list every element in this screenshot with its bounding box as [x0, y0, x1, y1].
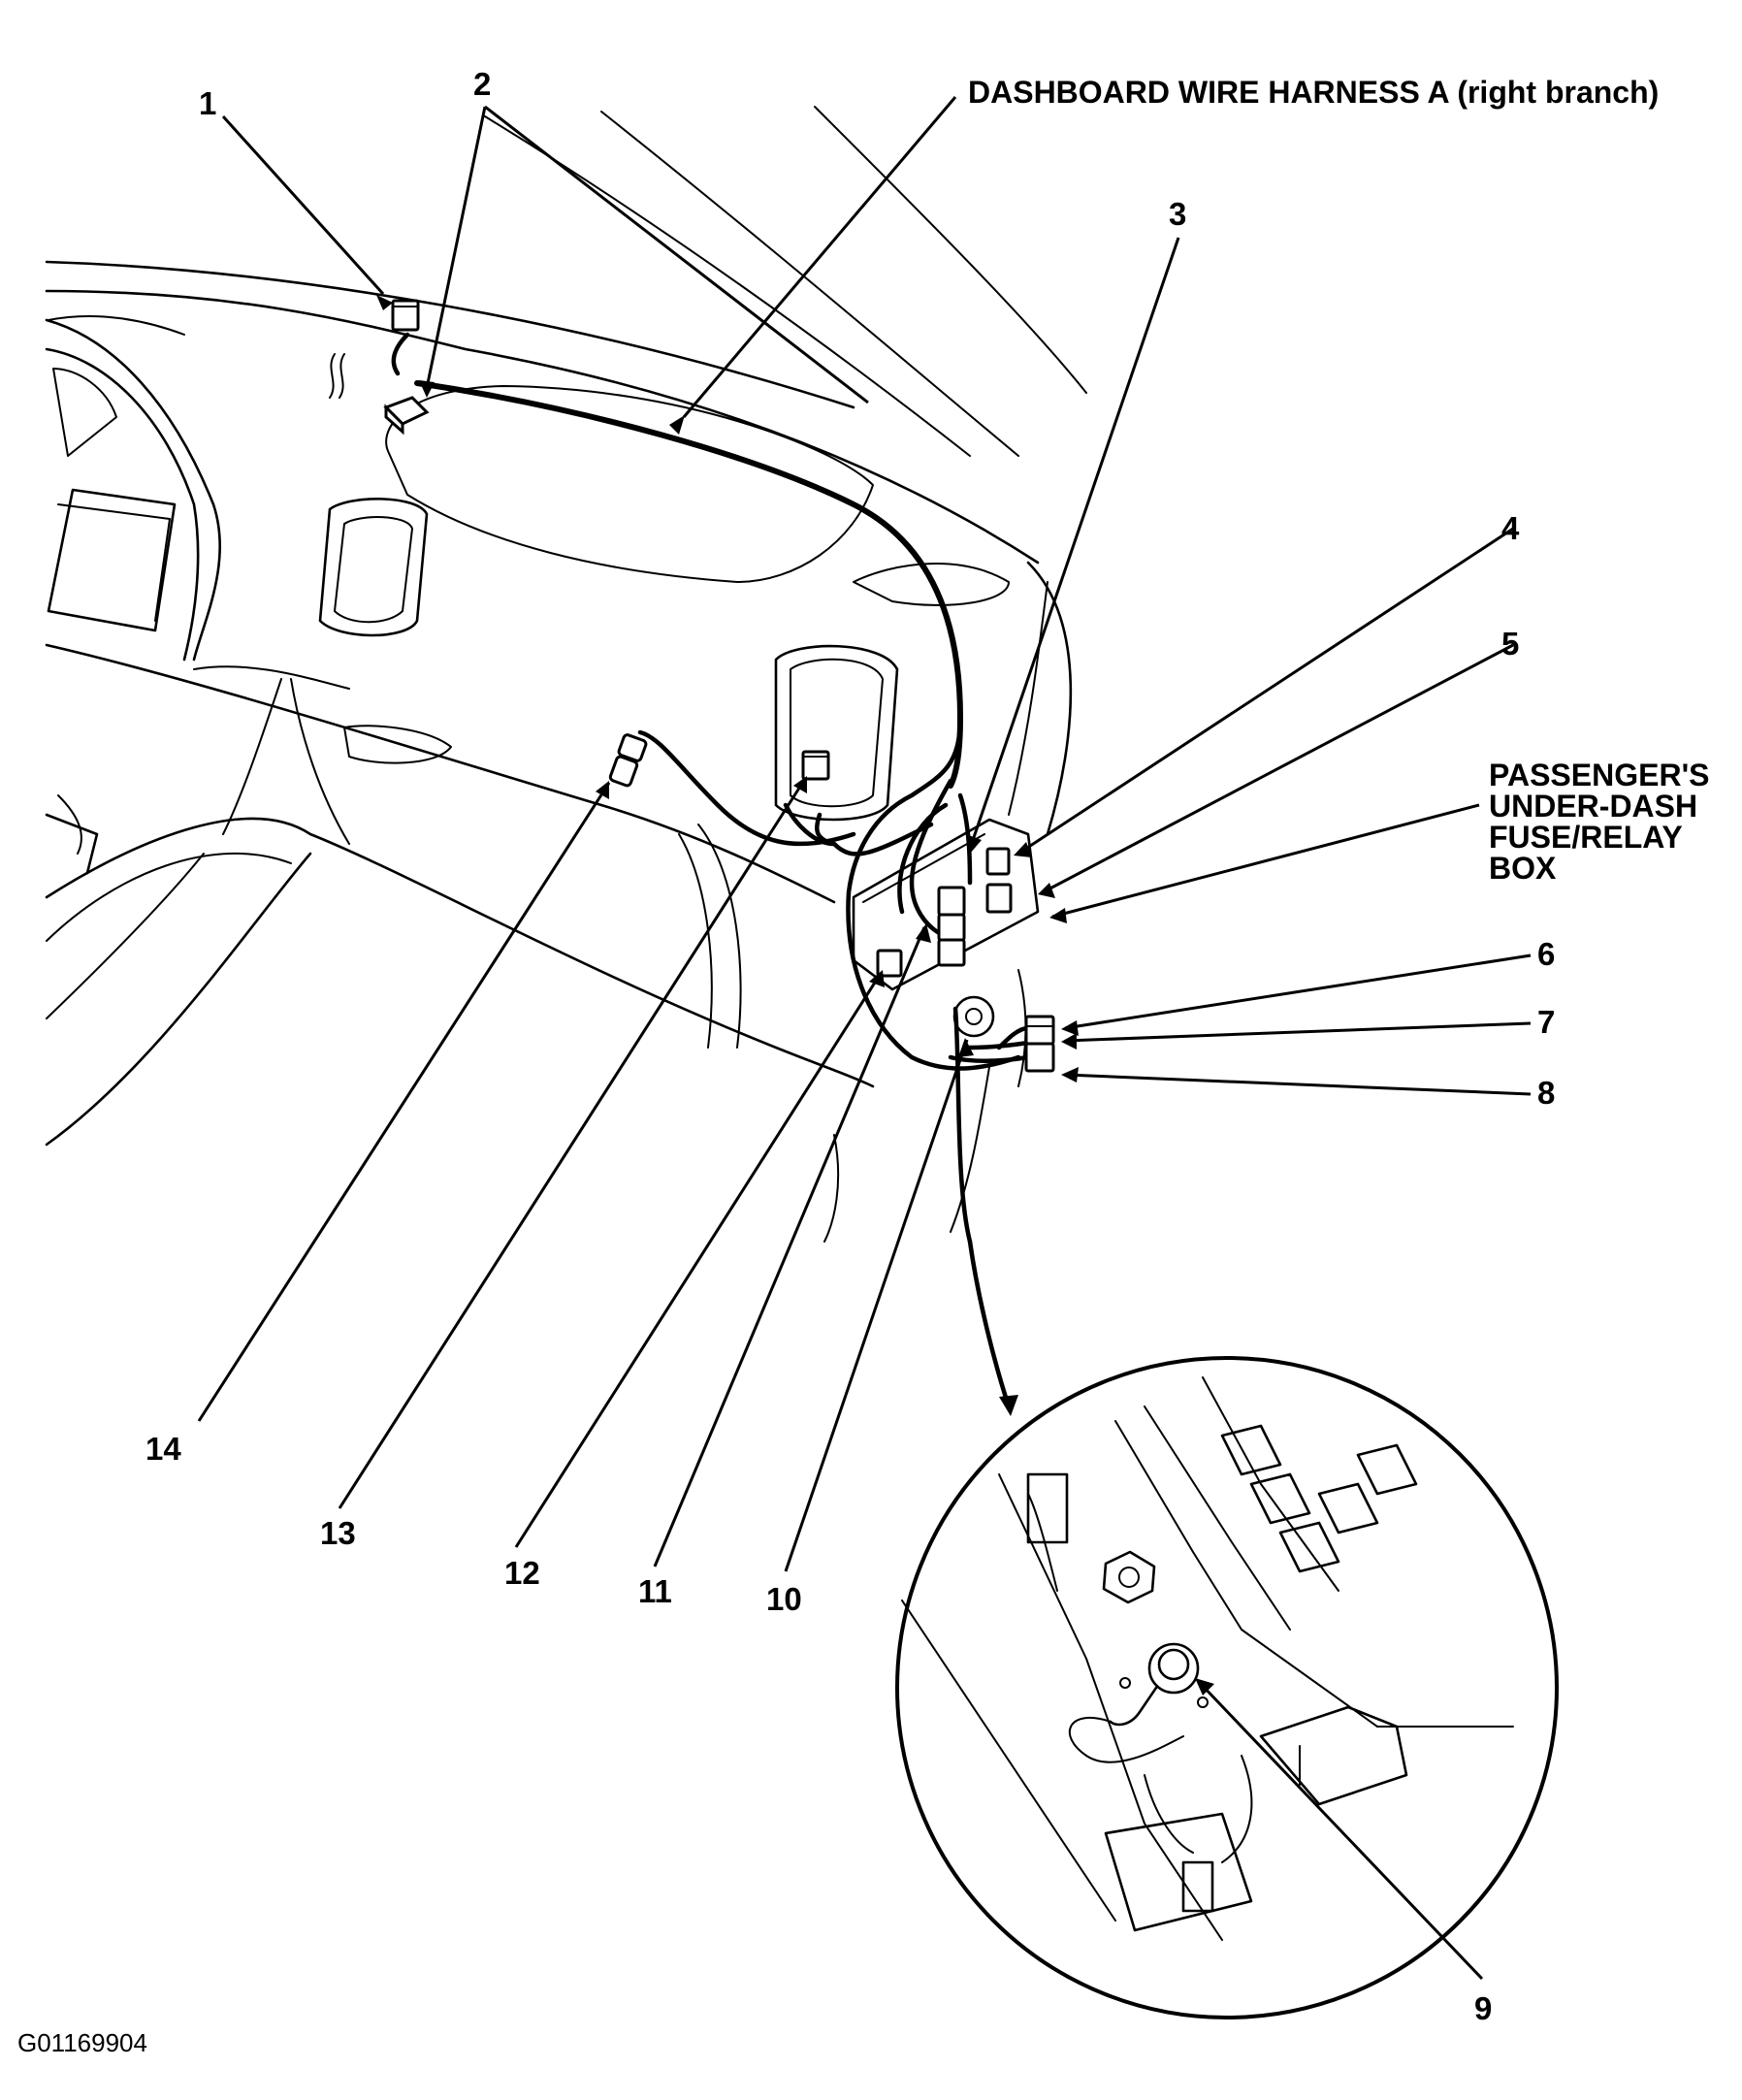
callout-11: 11: [638, 1573, 672, 1609]
fuse-relay-box: [852, 818, 1040, 991]
figure-code: G01169904: [17, 2028, 147, 2057]
callout-5: 5: [1501, 626, 1519, 662]
ground-terminal-icon: [952, 995, 995, 1038]
connector-block-icon: [876, 847, 1013, 978]
connector-block-icon: [391, 299, 420, 332]
connector-block-icon: [1024, 1015, 1055, 1073]
callout-4: 4: [1501, 510, 1520, 546]
leader-lines: [197, 96, 1532, 1981]
callout-6: 6: [1537, 936, 1555, 972]
dashboard-outline: [45, 106, 1087, 1243]
fuse-box-label-line1: PASSENGER'S: [1489, 758, 1710, 792]
callout-1: 1: [199, 85, 216, 121]
callout-13: 13: [320, 1515, 356, 1551]
detail-magnifier-circle: [895, 1356, 1559, 2019]
fuse-box-label-line4: BOX: [1489, 851, 1557, 886]
callout-10: 10: [766, 1581, 802, 1617]
callout-2: 2: [473, 66, 491, 102]
callout-7: 7: [1537, 1004, 1555, 1040]
callout-9: 9: [1474, 1990, 1492, 2026]
harness-title: DASHBOARD WIRE HARNESS A (right branch): [968, 75, 1659, 110]
callout-3: 3: [1169, 196, 1186, 232]
wire-harness: [329, 332, 1031, 1244]
connector-block-icon: [608, 733, 648, 788]
connector-block-icon: [801, 750, 830, 781]
connector-block-icon: [383, 396, 430, 436]
callout-14: 14: [145, 1431, 181, 1467]
callout-12: 12: [504, 1555, 540, 1591]
connectors: [383, 299, 1055, 1073]
arrowheads: [376, 295, 1214, 1696]
fuse-box-label-line2: UNDER-DASH: [1489, 789, 1697, 824]
fuse-box-label-line3: FUSE/RELAY: [1489, 820, 1683, 855]
callout-8: 8: [1537, 1075, 1555, 1111]
